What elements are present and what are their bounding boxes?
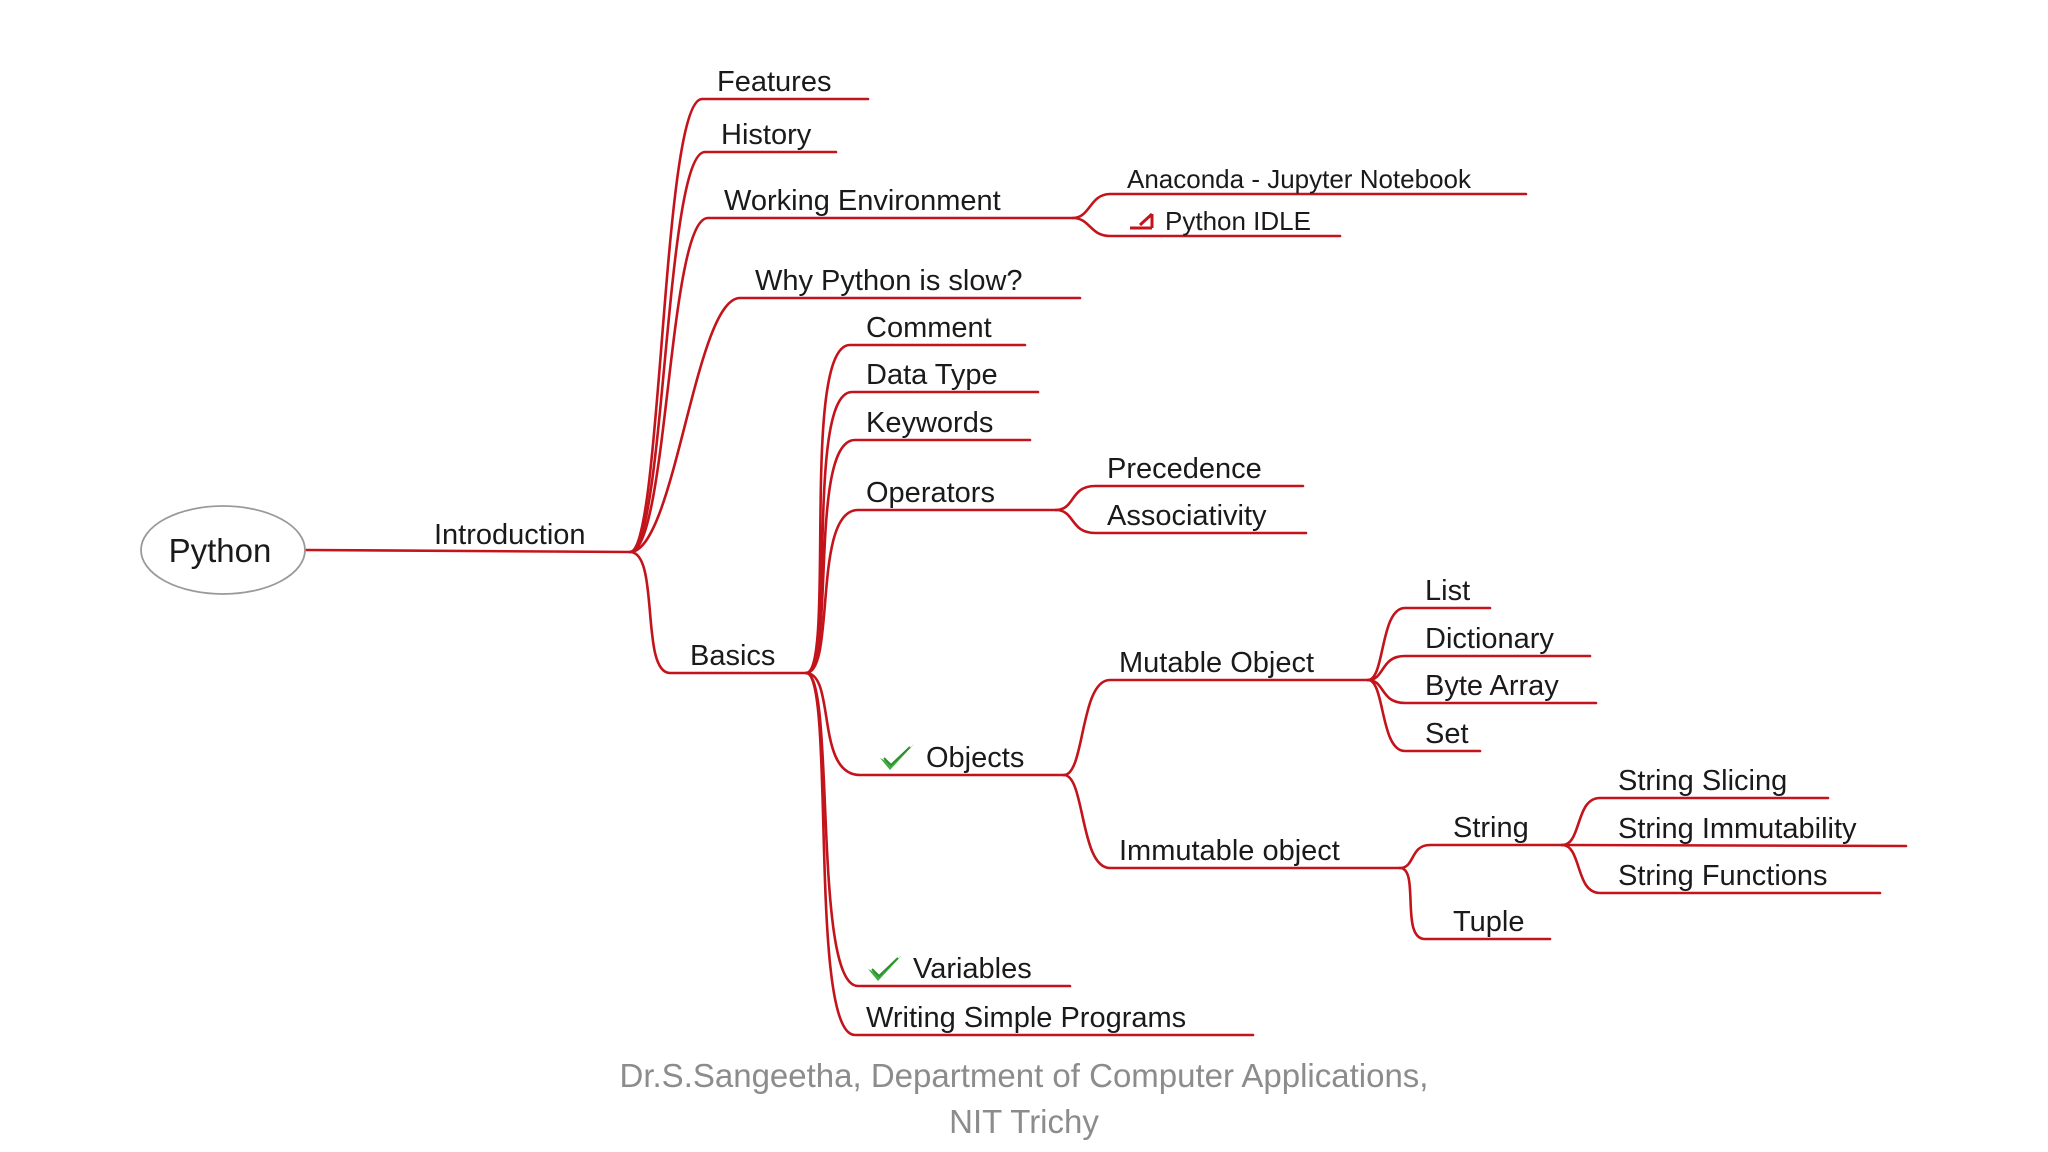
edge-introduction-features: [628, 97, 870, 554]
node-mutable-object[interactable]: Mutable Object: [1119, 647, 1314, 679]
edge-introduction-working-environment: [628, 216, 1075, 554]
edge-basics-objects: [804, 671, 1066, 777]
node-precedence[interactable]: Precedence: [1107, 453, 1262, 485]
edge-string-immutability: [1560, 843, 1908, 848]
edge-objects-immutable: [1062, 773, 1402, 870]
node-dictionary[interactable]: Dictionary: [1425, 623, 1554, 655]
edge-mutable-list: [1366, 606, 1492, 682]
edge-basics-variables: [804, 671, 1072, 988]
node-list[interactable]: List: [1425, 575, 1470, 607]
python-mind-map: Python Introduction Features History Wor…: [140, 66, 1908, 1037]
node-basics[interactable]: Basics: [690, 640, 775, 672]
check-icon: [880, 744, 914, 770]
node-writing-simple-programs[interactable]: Writing Simple Programs: [866, 1002, 1186, 1034]
node-tuple[interactable]: Tuple: [1453, 906, 1524, 938]
node-why-python-slow[interactable]: Why Python is slow?: [755, 265, 1023, 297]
node-data-type[interactable]: Data Type: [866, 359, 998, 391]
footer-credit-line-1: Dr.S.Sangeetha, Department of Computer A…: [619, 1057, 1429, 1094]
edge-immutable-string: [1398, 843, 1564, 870]
edge-introduction-history: [628, 150, 838, 554]
edge-introduction-basics: [628, 550, 808, 675]
node-set[interactable]: Set: [1425, 718, 1469, 750]
node-history[interactable]: History: [721, 119, 812, 151]
node-objects[interactable]: Objects: [926, 742, 1024, 774]
node-keywords[interactable]: Keywords: [866, 407, 993, 439]
node-associativity[interactable]: Associativity: [1107, 500, 1267, 532]
check-icon: [868, 955, 902, 981]
node-comment[interactable]: Comment: [866, 312, 992, 344]
edge-string-functions: [1560, 843, 1882, 895]
edge-string-slicing: [1560, 796, 1830, 847]
node-string[interactable]: String: [1453, 812, 1529, 844]
node-operators[interactable]: Operators: [866, 477, 995, 509]
root-node-label: Python: [169, 532, 272, 569]
root-node[interactable]: Python: [140, 505, 306, 595]
edge-basics-keywords: [804, 438, 1032, 675]
node-working-environment[interactable]: Working Environment: [724, 185, 1001, 217]
node-string-functions[interactable]: String Functions: [1618, 860, 1828, 892]
edge-operators-associativity: [1054, 508, 1308, 535]
node-string-slicing[interactable]: String Slicing: [1618, 765, 1787, 797]
edge-mutable-set: [1366, 678, 1482, 753]
node-python-idle[interactable]: Python IDLE: [1165, 206, 1311, 236]
node-introduction[interactable]: Introduction: [434, 519, 586, 551]
node-immutable-object[interactable]: Immutable object: [1119, 835, 1340, 867]
edge-immutable-tuple: [1398, 866, 1552, 941]
node-string-immutability[interactable]: String Immutability: [1618, 813, 1857, 845]
node-byte-array[interactable]: Byte Array: [1425, 670, 1559, 702]
edge-mutable-dictionary: [1366, 654, 1592, 682]
node-features[interactable]: Features: [717, 66, 831, 98]
edge-objects-mutable: [1062, 678, 1370, 777]
edge-basics-writing-programs: [804, 671, 1255, 1037]
edge-python-introduction: [303, 548, 632, 554]
footer-credit-line-2: NIT Trichy: [949, 1103, 1099, 1140]
root-node-ellipse: [140, 505, 306, 595]
node-anaconda-jupyter[interactable]: Anaconda - Jupyter Notebook: [1127, 164, 1472, 194]
attachment-icon: [1130, 212, 1154, 230]
edge-working-environment-idle: [1071, 216, 1342, 238]
node-variables[interactable]: Variables: [913, 953, 1032, 985]
edge-introduction-why-slow: [628, 296, 1082, 554]
edge-operators-precedence: [1054, 484, 1305, 512]
mind-map-edges: [303, 97, 1908, 1037]
edge-basics-operators: [804, 508, 1058, 675]
edge-working-environment-anaconda: [1071, 192, 1528, 220]
mind-map-labels: Introduction Features History Working En…: [434, 66, 1857, 1034]
